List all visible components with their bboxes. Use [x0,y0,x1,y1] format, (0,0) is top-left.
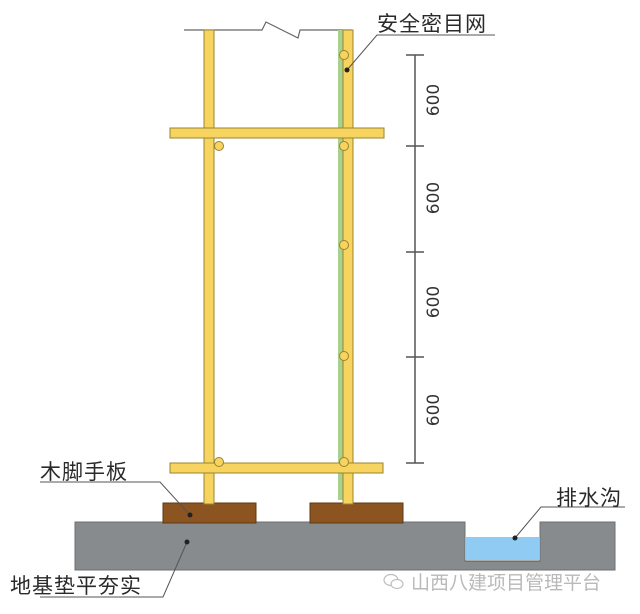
ditch-water [466,537,539,560]
post-right [342,29,354,505]
wechat-icon [383,573,404,589]
label-drainage-ditch: 排水沟 [556,486,622,510]
label-wood-board: 木脚手板 [40,460,128,484]
wood-board-right [309,502,404,524]
ground-slab [74,521,616,571]
rail-bottom [169,462,384,474]
dim-segment-3: 600 [424,285,445,319]
dim-segment-2: 600 [424,181,445,215]
wood-board-left [162,502,257,524]
tube-ends [214,50,349,467]
dim-segment-1: 600 [424,83,445,117]
leaders [40,34,625,598]
watermark-text: 山西八建项目管理平台 [411,572,602,594]
label-safety-net: 安全密目网 [377,12,487,36]
label-compacted-base: 地基垫平夯实 [10,574,142,598]
break-line [184,21,352,39]
watermark: 山西八建项目管理平台 [383,568,601,595]
dim-segment-4: 600 [424,393,445,427]
dimension-line [406,54,424,464]
safety-net [338,30,344,500]
post-left [203,29,215,505]
rail-top [169,127,385,139]
